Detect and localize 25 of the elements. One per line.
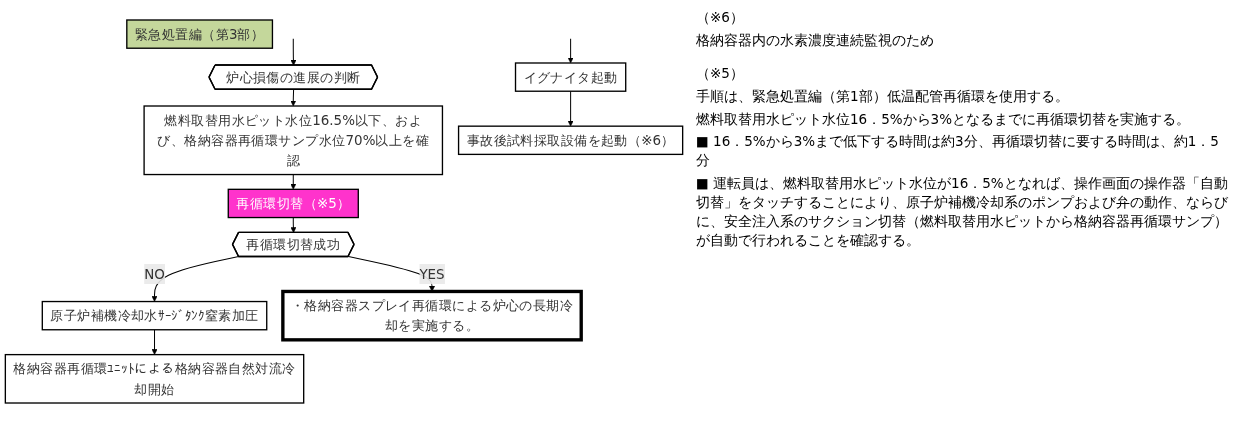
arrow xyxy=(290,217,297,233)
arrow xyxy=(290,89,297,107)
note-text: 燃料取替用水ピット水位16．5%から3%となるまでに再循環切替を実施する。 xyxy=(696,109,1191,129)
note-text: （※5） xyxy=(696,63,745,83)
note-text: ■ 運転員は、燃料取替用水ピット水位が16．5%となれば、操作画面の操作器「自動切替」をタッチすることにより、原子炉補機冷却系のポンプおよび弁の動作、ならびに、安全注入系のサクション切替（燃料取替用水ピットから格納容器再循環サンプ）が自動で行われることを確認する。 xyxy=(696,174,1229,250)
node-box: 再循環切替（※5） xyxy=(227,188,359,219)
note-text: 手順は、緊急処置編（第1部）低温配管再循環を使用する。 xyxy=(696,86,1070,106)
arrow xyxy=(151,329,158,355)
note-text: （※6） xyxy=(696,8,745,27)
edge-label: NO xyxy=(144,265,165,283)
node-box: ・格納容器スプレイ再循環による炉心の長期冷却を実施する。 xyxy=(281,289,583,342)
node-box: 緊急処置編（第3部） xyxy=(126,19,274,49)
arrow xyxy=(151,255,240,302)
note-text: ■ 16．5%から3%まで低下する時間は約3分、再循環切替に要する時間は、約1．5分 xyxy=(696,132,1220,171)
node-box: 原子炉補機冷却水ｻｰｼﾞﾀﾝｸ窒素加圧 xyxy=(41,300,268,331)
node-box: イグナイタ起動 xyxy=(514,62,627,92)
arrow xyxy=(290,38,297,66)
node-box: 格納容器再循環ﾕﾆｯﾄによる格納容器自然対流冷却開始 xyxy=(4,353,305,404)
note-text: 格納容器内の水素濃度連続監視のため xyxy=(696,30,935,50)
arrow xyxy=(567,38,574,64)
node-box: 事故後試料採取設備を起動（※6） xyxy=(457,125,684,156)
arrow xyxy=(290,174,297,190)
arrow xyxy=(567,90,574,127)
node-box: 燃料取替用水ピット水位16.5%以下、および、格納容器再循環サンプ水位70%以上を確認 xyxy=(143,105,444,176)
edge-label: YES xyxy=(419,265,445,283)
